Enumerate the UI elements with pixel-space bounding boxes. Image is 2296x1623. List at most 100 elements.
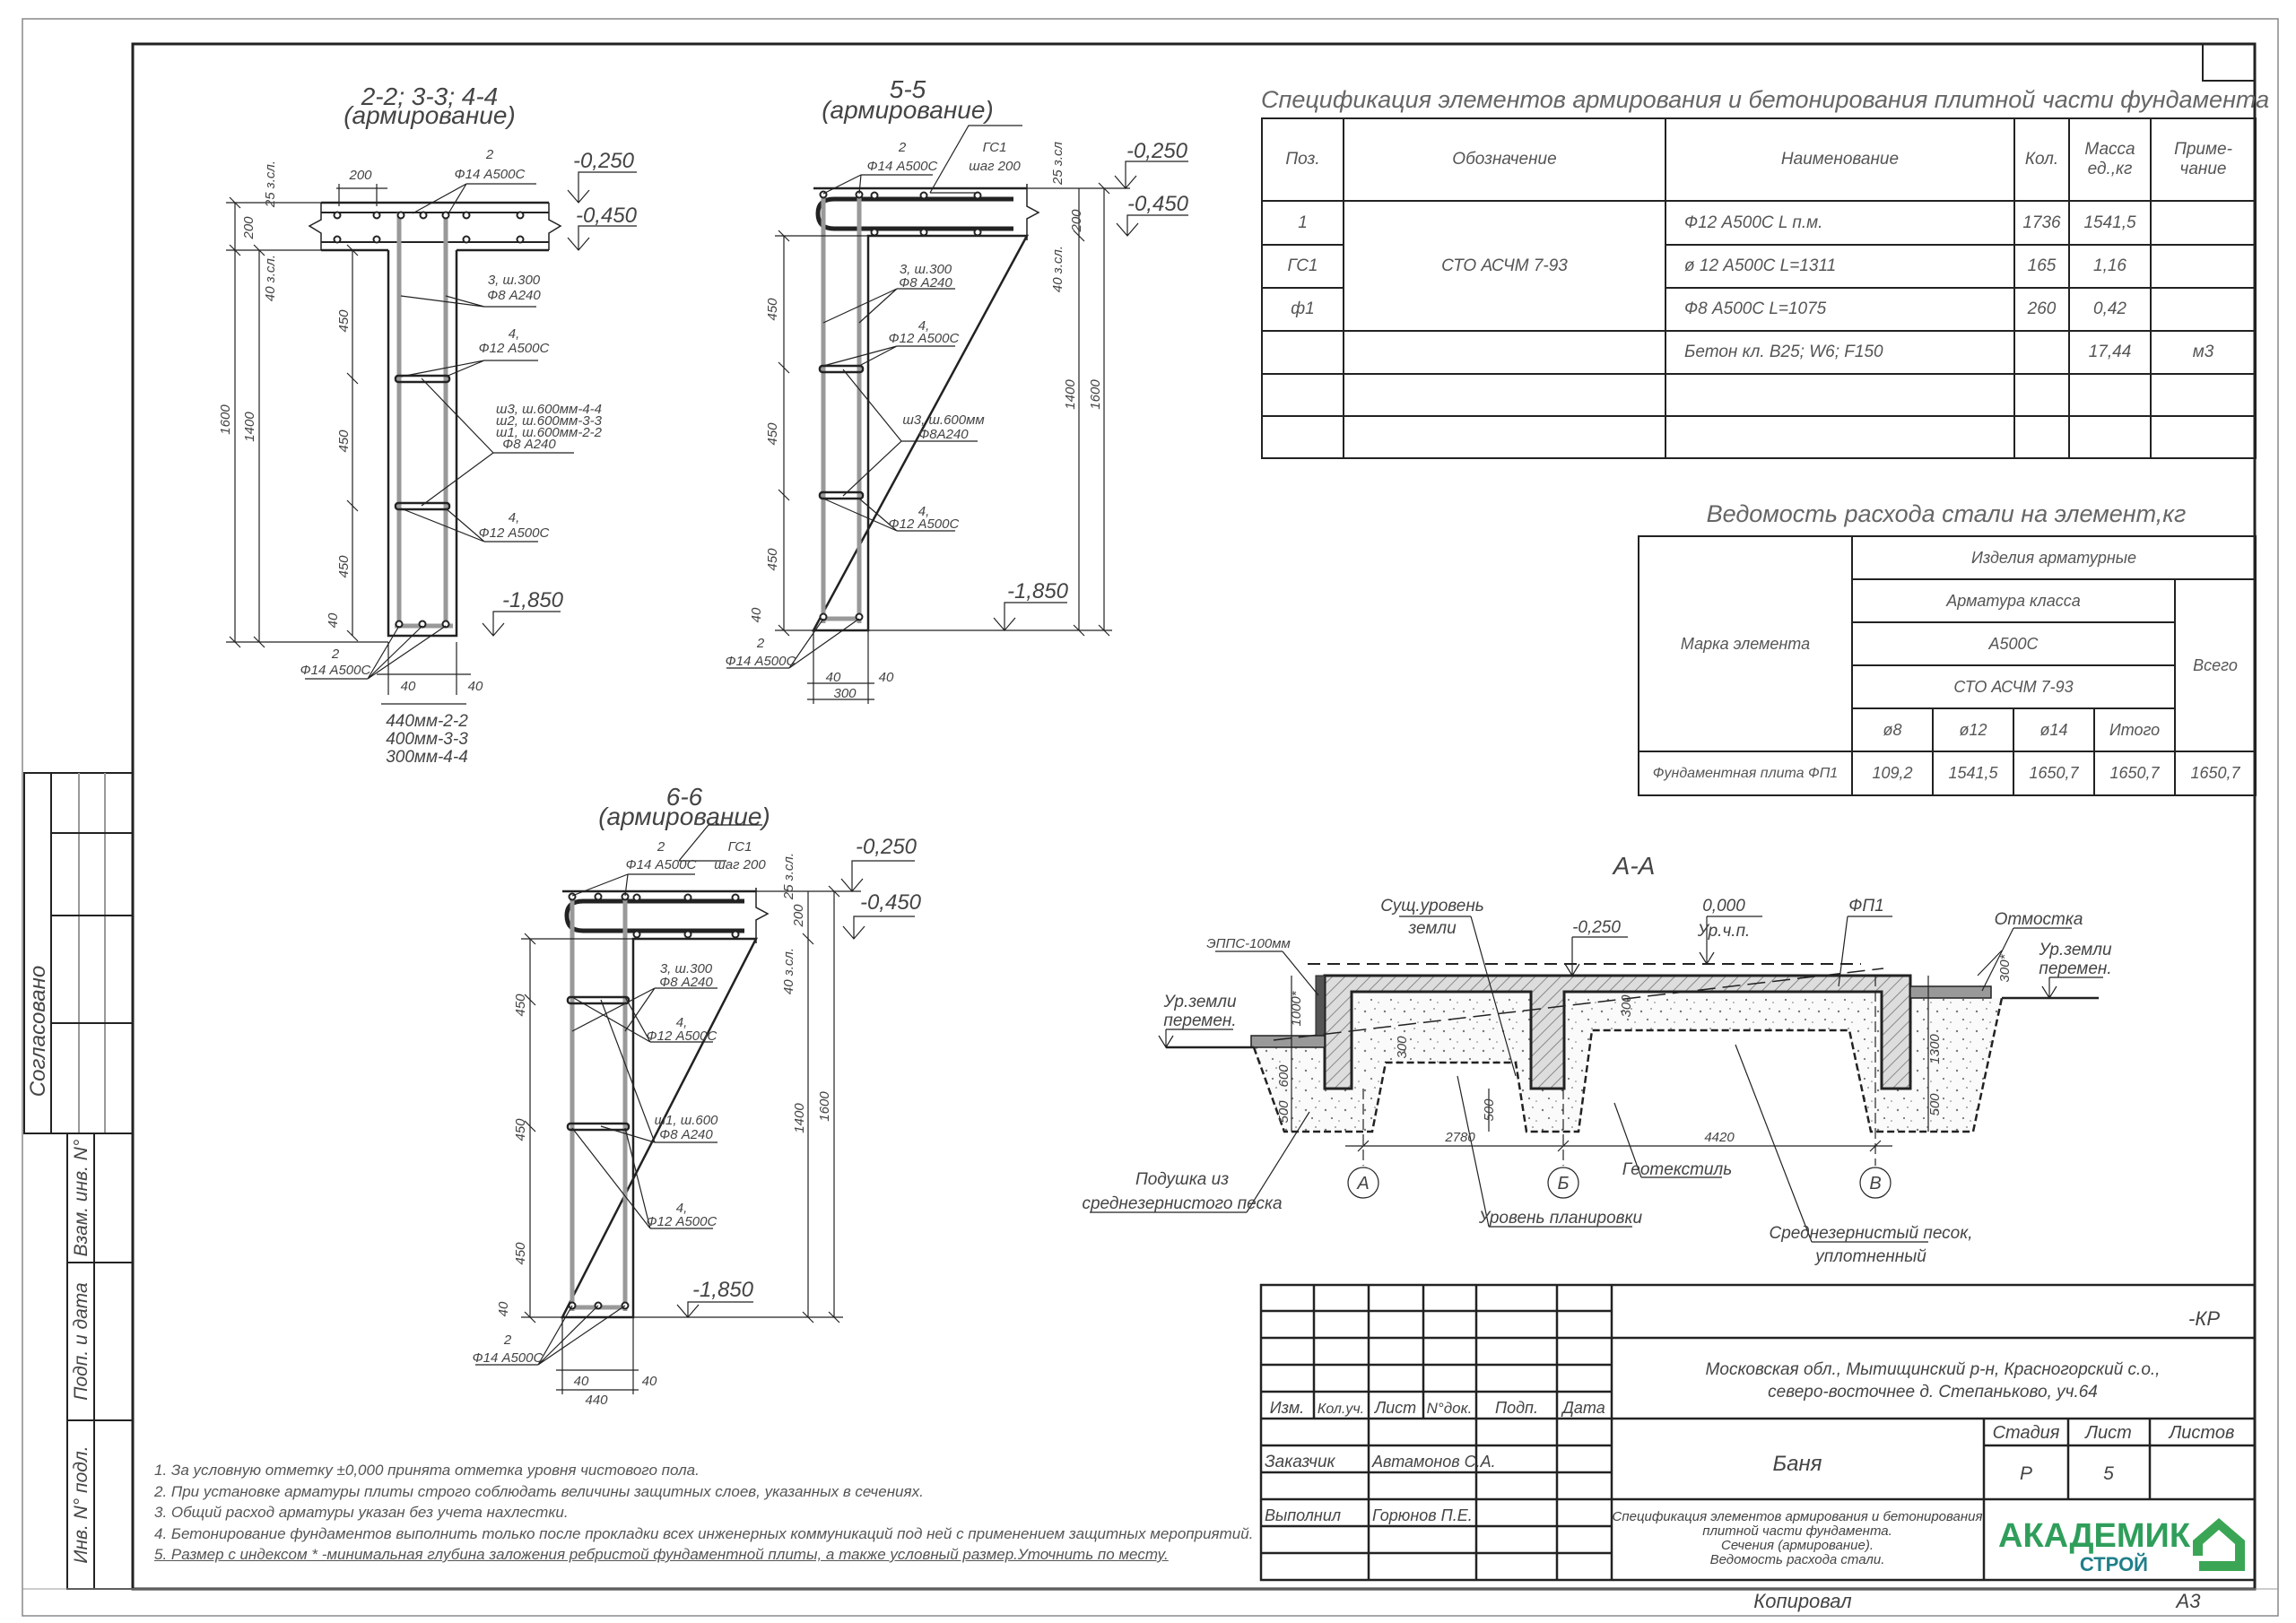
section-5-5-label: 4, <box>918 318 930 334</box>
header-subgroup: Арматура класса <box>1851 578 2176 623</box>
description-line-4: Ведомость расхода стали. <box>1710 1552 1885 1567</box>
cell-qty: 165 <box>2013 244 2070 289</box>
steel-table-title: Ведомость расхода стали на элемент,кг <box>1706 500 2187 527</box>
stamp-agreed: Согласовано <box>26 966 50 1097</box>
cell-total: 1650,7 <box>2173 751 2257 796</box>
section-5-5-label: ГС1 <box>983 140 1007 155</box>
section-5-5-label: 40 <box>826 670 841 685</box>
section-5-5-label: Ф8А240 <box>918 427 969 442</box>
address-line-2: северо-восточнее д. Степаньково, уч.64 <box>1768 1383 2098 1402</box>
section-2-2-label: 400мм-3-3 <box>386 730 468 749</box>
section-6-6-label: 40 з.сл. <box>781 948 796 994</box>
header-mass: Масса ед.,кг <box>2068 117 2152 202</box>
section-6-6-subtitle: (армирование) <box>598 803 770 830</box>
section-2-2-drawing: 2-2; 3-3; 4-4 (армирование) <box>226 82 637 705</box>
section-2-2-label: Ф12 А500С <box>479 525 550 541</box>
section-a-a-label: Среднезернистый песок, <box>1769 1224 1972 1243</box>
cell-pos: ГС1 <box>1261 244 1344 289</box>
cell-element: Фундаментная плита ФП1 <box>1638 751 1853 796</box>
section-6-6-label: Ф12 А500С <box>647 1214 718 1229</box>
note-4: 4. Бетонирование фундаментов выполнить т… <box>154 1524 1254 1542</box>
section-a-a-label: Ур.земли <box>1162 993 1236 1011</box>
section-a-a-label: А-А <box>1612 852 1656 880</box>
cell-note <box>2150 287 2257 332</box>
description-line-1: Спецификация элементов армирования и бет… <box>1613 1509 1983 1524</box>
cell-designation: СТО АСЧМ 7-93 <box>1343 200 1666 332</box>
section-5-5-label: 2 <box>756 636 765 651</box>
col-doc: N°док. <box>1427 1400 1473 1417</box>
stamp-sign-date: Подп. и дата <box>71 1282 91 1400</box>
company-logo: АКАДЕМИК СТРОЙ <box>1998 1517 2245 1575</box>
section-a-a-label: Ур.ч.п. <box>1697 922 1751 941</box>
section-6-6-label: -0,250 <box>856 835 918 859</box>
section-a-a-label: 4420 <box>1704 1130 1735 1145</box>
section-a-a-label: перемен. <box>2039 959 2111 978</box>
stamp-inv-orig: Инв. N° подл. <box>71 1445 91 1563</box>
header-qty: Кол. <box>2013 117 2070 202</box>
section-2-2-label: 2 <box>485 147 494 162</box>
section-a-a-label: 500 <box>1927 1093 1943 1116</box>
section-a-a-drawing <box>1090 916 2103 1243</box>
section-a-a-label: среднезернистого песка <box>1082 1194 1282 1213</box>
section-a-a-label: 500 <box>1276 1100 1292 1124</box>
section-a-a-label: ЭППС-100мм <box>1206 936 1291 951</box>
section-5-5-label: 2 <box>898 140 907 155</box>
section-a-a-label: Отмостка <box>1995 910 2083 929</box>
section-6-6-label: ГС1 <box>728 839 752 855</box>
section-2-2-label: 40 <box>401 679 416 694</box>
cell-d12: 1541,5 <box>1932 751 2014 796</box>
section-6-6-label: Ф8 А240 <box>659 975 713 990</box>
section-2-2-label: 450 <box>336 555 352 578</box>
section-2-2-label: Ф14 А500С <box>300 663 371 678</box>
section-5-5-label: 450 <box>765 548 780 571</box>
section-5-5-label: -0,450 <box>1127 192 1189 216</box>
description-line-2: плитной части фундамента. <box>1702 1523 1892 1539</box>
table-row: 1 СТО АСЧМ 7-93 Ф12 А500С L п.м. 1736 15… <box>1261 200 2257 332</box>
section-5-5-title: 5-5 <box>890 75 926 103</box>
section-2-2-label: 1600 <box>218 404 233 435</box>
cell-mass: 1,16 <box>2068 244 2152 289</box>
cell-mass: 1541,5 <box>2068 200 2152 246</box>
cell-d14: 1650,7 <box>2013 751 2095 796</box>
section-2-2-label: -0,450 <box>576 204 638 228</box>
section-a-a-label: Б <box>1557 1174 1569 1193</box>
section-a-a-label: 300 <box>1395 1036 1410 1059</box>
section-5-5-label: ш3, ш.600мм <box>902 412 984 428</box>
empty-row <box>1261 373 2257 417</box>
section-6-6-label: 40 <box>642 1374 657 1389</box>
note-3: 3. Общий расход арматуры указан без учет… <box>154 1504 569 1521</box>
cell-note <box>2150 200 2257 246</box>
note-5: 5. Размер с индексом * -минимальная глуб… <box>154 1546 1169 1563</box>
logo-main-text: АКАДЕМИК <box>1998 1517 2191 1555</box>
section-6-6-label: Ф14 А500С <box>626 857 697 872</box>
copied-label: Копировал <box>1753 1590 1851 1612</box>
project-code: -КР <box>2188 1307 2220 1330</box>
section-2-2-label: -0,250 <box>573 149 635 173</box>
section-6-6-label: 450 <box>513 994 528 1017</box>
spec-table-title: Спецификация элементов армирования и бет… <box>1261 86 2270 113</box>
section-a-a-label: Подушка из <box>1135 1170 1229 1189</box>
section-2-2-label: 3, ш.300 <box>488 273 541 288</box>
note-1: 1. За условную отметку ±0,000 принята от… <box>154 1462 700 1479</box>
cell-note: м3 <box>2150 330 2257 375</box>
section-2-2-label: 40 <box>468 679 483 694</box>
section-5-5-label: Ф12 А500С <box>889 516 960 532</box>
section-6-6-label: Ф8 А240 <box>659 1127 713 1142</box>
section-6-6-label: 450 <box>513 1242 528 1265</box>
section-a-a-label: 1300 <box>1927 1034 1943 1064</box>
section-2-2-label: ш1, ш.600мм-2-2 <box>496 425 603 440</box>
section-5-5-label: Ф14 А500С <box>867 159 938 174</box>
table-row: Бетон кл. В25; W6; F150 17,44 м3 <box>1261 330 2257 375</box>
cell-note <box>2150 244 2257 289</box>
sheets-label: Листов <box>2168 1423 2235 1443</box>
section-6-6-label: 200 <box>791 904 806 928</box>
section-5-5-label: 40 <box>879 670 894 685</box>
header-subtotal: Итого <box>2093 707 2176 752</box>
section-6-6-label: 40 <box>574 1374 589 1389</box>
table-row: ГС1 ø 12 А500С L=1311 165 1,16 <box>1261 244 2257 289</box>
section-5-5-label: 200 <box>1069 209 1084 233</box>
stage-value: Р <box>2020 1463 2032 1484</box>
